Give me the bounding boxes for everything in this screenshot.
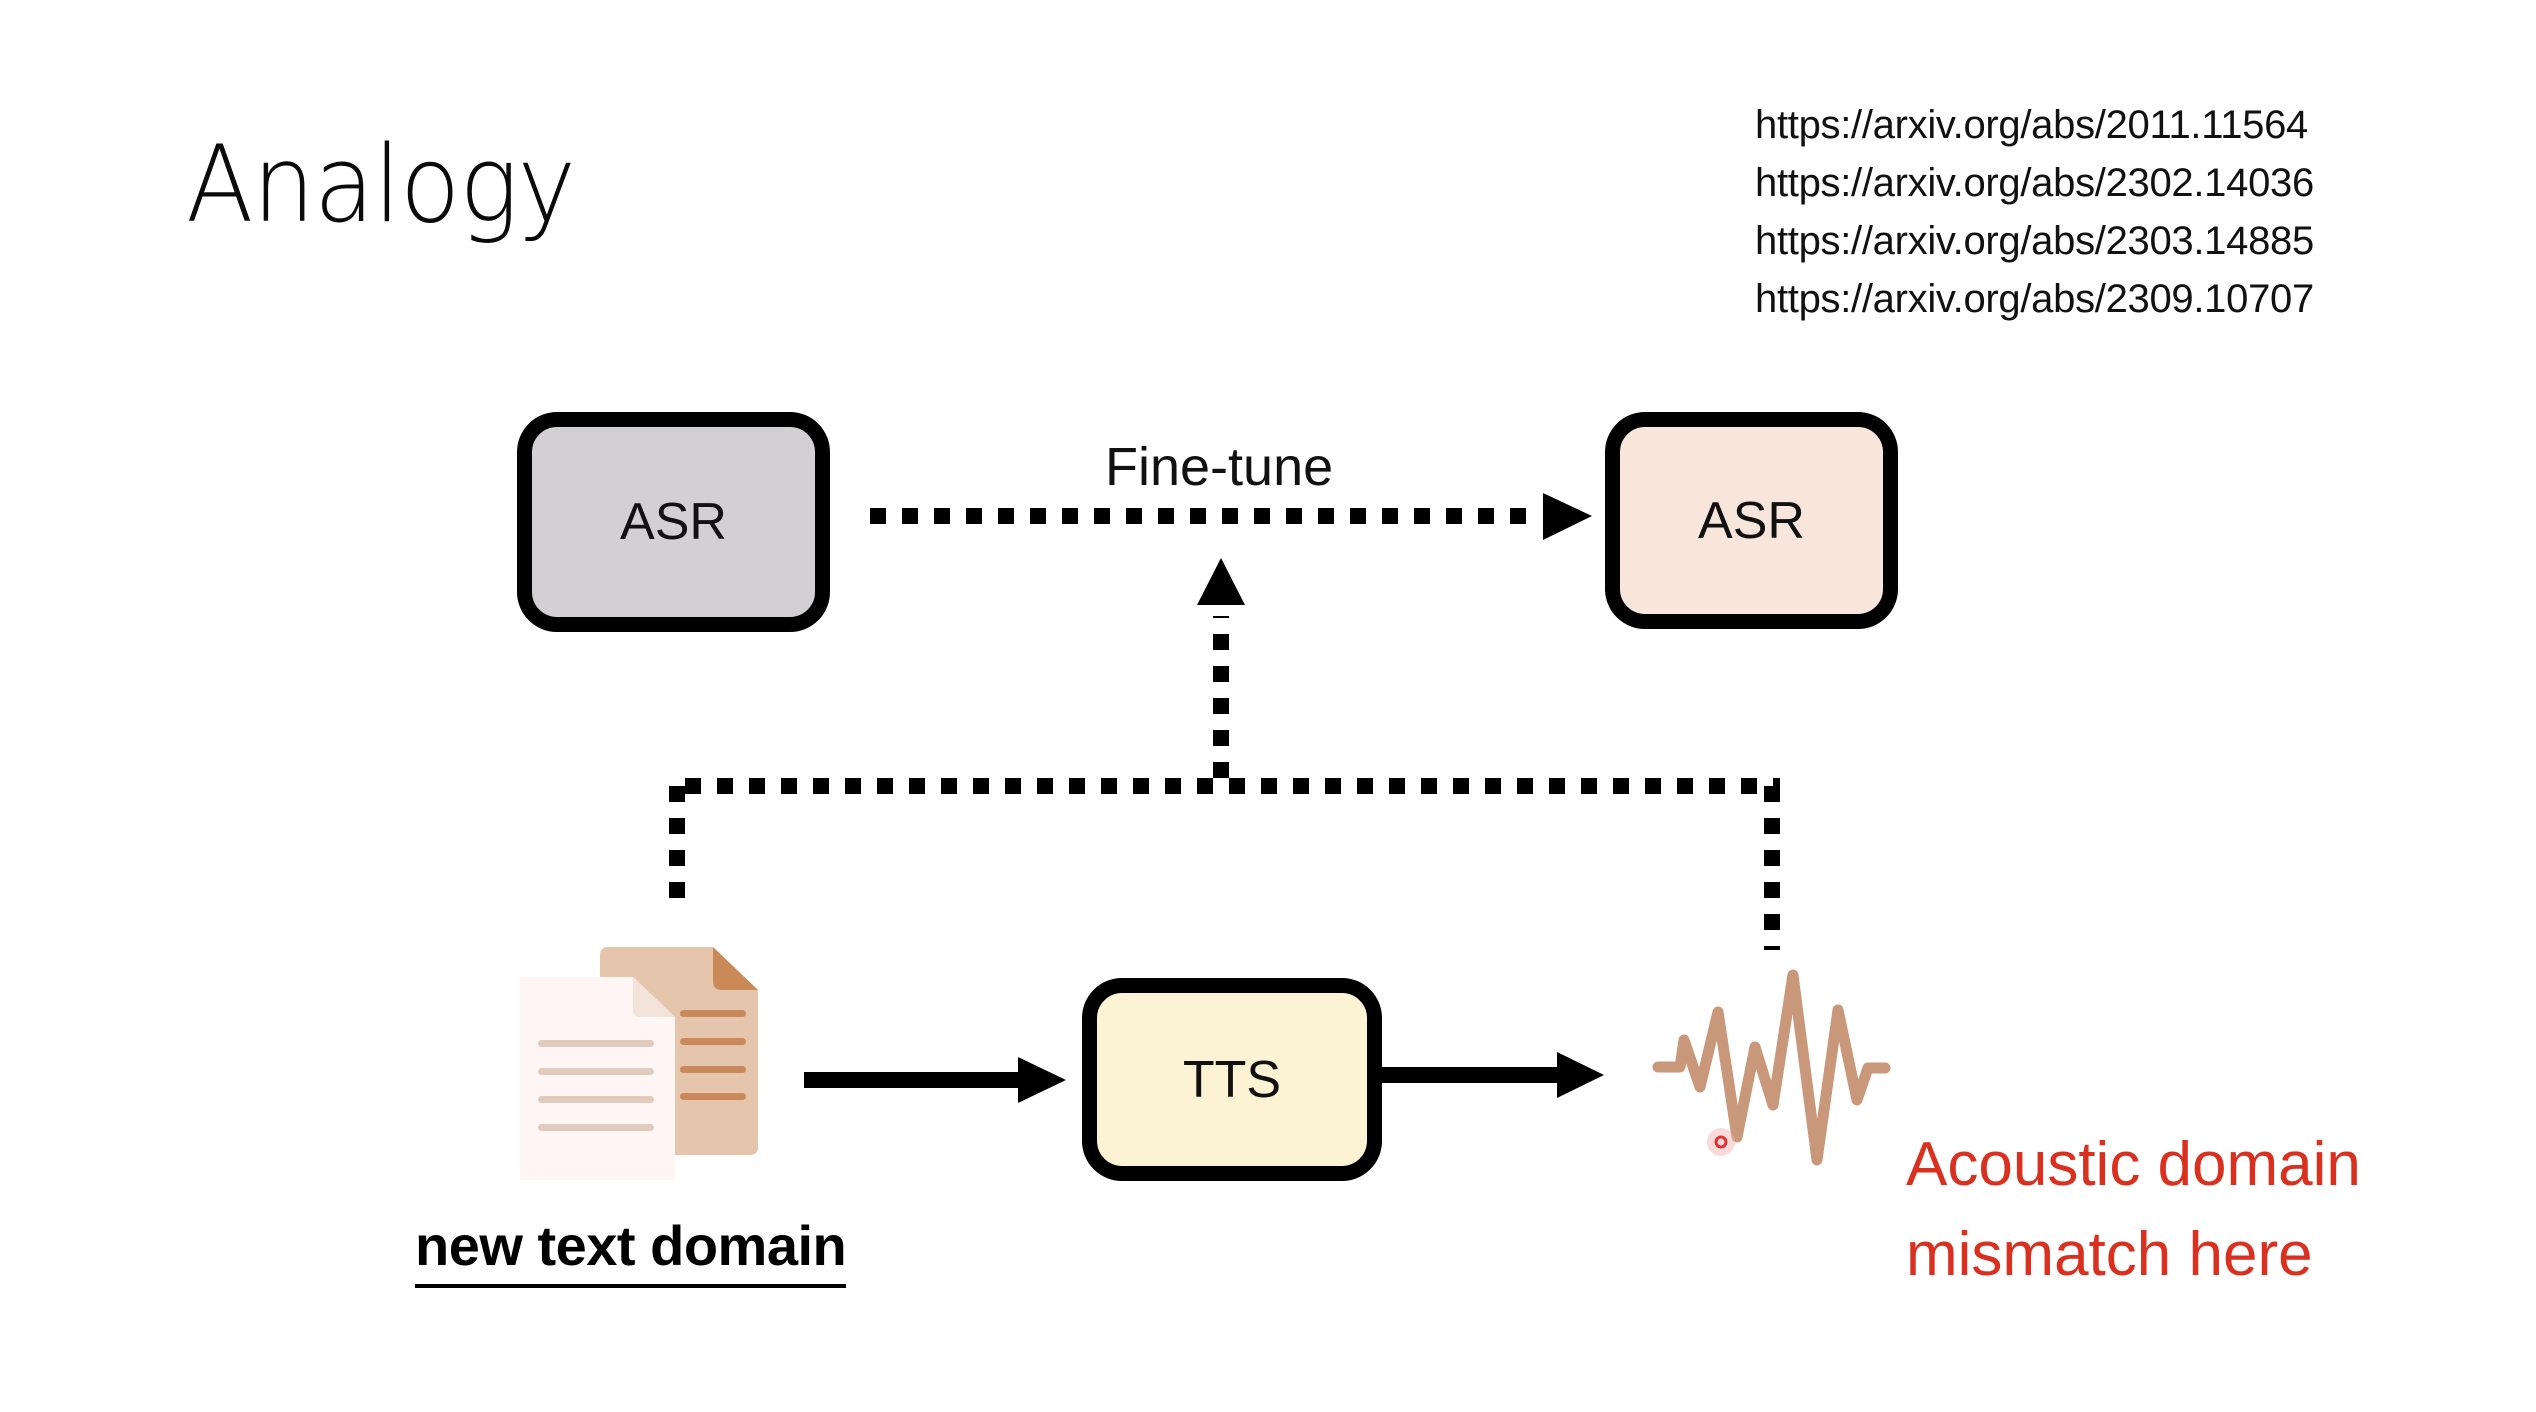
text-to-tts-arrowhead [1018, 1057, 1066, 1103]
documents-icon [520, 947, 758, 1180]
reference-link[interactable]: https://arxiv.org/abs/2302.14036 [1755, 161, 2314, 205]
reference-link[interactable]: https://arxiv.org/abs/2011.11564 [1755, 103, 2308, 147]
finetune-label: Fine-tune [1105, 437, 1334, 497]
source-asr-label: ASR [620, 493, 727, 551]
target-asr-model-box: ASR [1605, 412, 1898, 629]
pointer-cursor-icon [1707, 1128, 1735, 1156]
new-text-domain-label: new text domain [415, 1218, 847, 1288]
tts-label: TTS [1182, 1050, 1282, 1109]
tts-model-box: TTS [1082, 978, 1382, 1181]
reference-link[interactable]: https://arxiv.org/abs/2309.10707 [1755, 277, 2314, 321]
tts-to-audio-arrowhead [1557, 1052, 1604, 1098]
acoustic-mismatch-note: Acoustic domain mismatch here [1906, 1120, 2361, 1300]
slide-title: Analogy [186, 123, 576, 246]
source-asr-model-box: ASR [517, 412, 830, 632]
target-asr-label: ASR [1698, 491, 1805, 550]
finetune-arrowhead [1543, 493, 1592, 540]
reference-link[interactable]: https://arxiv.org/abs/2303.14885 [1755, 219, 2314, 263]
reference-list: https://arxiv.org/abs/2011.11564 https:/… [1755, 96, 2314, 328]
data-up-arrowhead [1197, 558, 1245, 605]
acoustic-mismatch-line2: mismatch here [1906, 1220, 2313, 1289]
document-front-fold [633, 977, 675, 1017]
acoustic-mismatch-line1: Acoustic domain [1906, 1130, 2361, 1199]
audio-waveform-icon [1652, 969, 1891, 1166]
document-back-fold [713, 947, 758, 990]
